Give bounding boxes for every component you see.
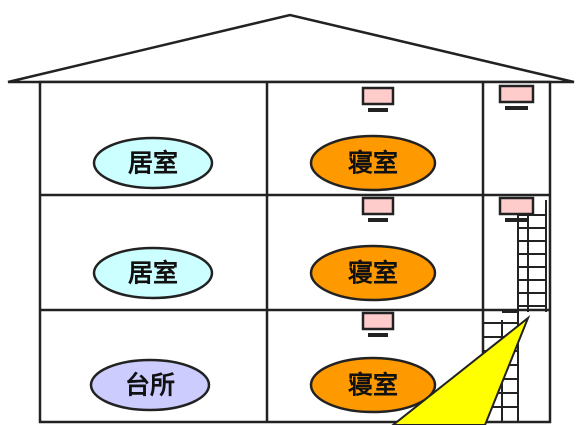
light-beam-icon (391, 314, 531, 425)
smoke-detector-icon (498, 84, 535, 110)
room-bubble (309, 356, 437, 414)
room-bedroom-1f: 寝室 (309, 356, 437, 414)
room-label: 寝室 (348, 259, 398, 288)
room-bedroom-2f: 寝室 (309, 244, 437, 302)
smoke-detector-icon (361, 196, 395, 222)
room-bedroom-3f: 寝室 (309, 134, 437, 192)
roof (7, 13, 575, 84)
room-label: 居室 (128, 259, 178, 288)
room-living-2f: 居室 (92, 246, 214, 300)
room-label: 寝室 (348, 149, 398, 178)
room-bubble (309, 244, 437, 302)
room-living-3f: 居室 (92, 136, 214, 190)
smoke-detector-icon (361, 86, 395, 112)
room-label: 台所 (125, 371, 175, 400)
smoke-detector-icon (498, 196, 535, 222)
room-bubble (92, 136, 214, 190)
room-label: 寝室 (348, 371, 398, 400)
room-bubble (309, 134, 437, 192)
room-kitchen-1f: 台所 (89, 358, 211, 412)
room-bubble (92, 246, 214, 300)
room-bubble (89, 358, 211, 412)
room-label: 居室 (128, 149, 178, 178)
smoke-detector-icon (361, 311, 395, 337)
